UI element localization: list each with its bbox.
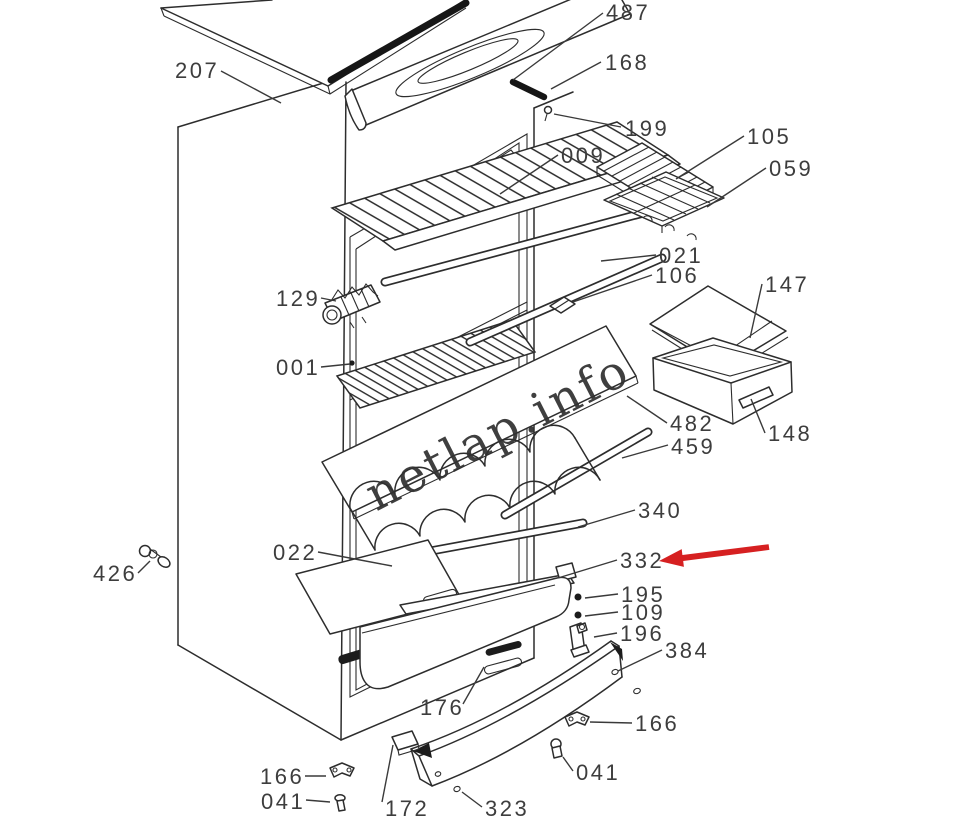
- freezer-door-drawing: [344, 0, 631, 131]
- wire-shelf-drawing: [330, 121, 681, 251]
- screw-hole-marker: [453, 687, 641, 793]
- ice-tray-base-drawing: [603, 171, 725, 241]
- part-label-166-left: 166: [260, 764, 304, 789]
- glass-shelf-drawing: [321, 325, 639, 520]
- part-label-041-left: 041: [261, 789, 305, 814]
- part-label-148: 148: [768, 421, 812, 446]
- part-label-106: 106: [655, 263, 699, 288]
- top-screw-drawing: [543, 105, 553, 122]
- red-arrow-pointer: [659, 544, 770, 567]
- part-label-059: 059: [769, 156, 813, 181]
- container-box-drawing: [652, 337, 793, 425]
- part-label-041-right: 041: [576, 760, 620, 785]
- side-screws-drawing: [138, 544, 171, 568]
- leader-lines: [137, 12, 767, 808]
- part-label-207: 207: [175, 58, 219, 83]
- part-label-384: 384: [665, 638, 709, 663]
- bottle-rack-drawing: [349, 424, 653, 569]
- part-label-426: 426: [93, 561, 137, 586]
- screw-right-drawing: [550, 738, 563, 759]
- part-label-459: 459: [671, 434, 715, 459]
- door-seal-strip-drawing: [327, 0, 470, 84]
- hinge-plate-right-drawing: [564, 711, 590, 727]
- part-label-009: 009: [561, 143, 605, 168]
- part-label-105: 105: [747, 124, 791, 149]
- part-label-021: 021: [659, 243, 703, 268]
- hinge-bracket-drawing: [569, 622, 590, 658]
- hinge-pin-drawing: [509, 78, 548, 101]
- door-handle-bar-drawing: [410, 640, 623, 787]
- part-label-022: 022: [273, 540, 317, 565]
- part-label-323: 323: [485, 796, 529, 821]
- part-label-147: 147: [765, 272, 809, 297]
- part-label-340: 340: [638, 498, 682, 523]
- part-label-482: 482: [670, 411, 714, 436]
- fastener-dots: [349, 360, 582, 619]
- part-label-001: 001: [276, 355, 320, 380]
- screw-left-drawing: [334, 794, 346, 812]
- thermostat-unit-drawing: [322, 283, 381, 329]
- part-label-166-right: 166: [635, 711, 679, 736]
- part-label-109: 109: [621, 600, 665, 625]
- part-label-196: 196: [620, 621, 664, 646]
- part-label-487: 487: [606, 0, 650, 25]
- part-label-332: 332: [620, 548, 664, 573]
- part-label-172: 172: [385, 796, 429, 821]
- part-label-176: 176: [420, 695, 464, 720]
- part-label-168: 168: [605, 50, 649, 75]
- part-label-129: 129: [276, 286, 320, 311]
- shelf-bracket-drawing: [549, 296, 576, 314]
- part-labels: 207 487 168 199 009 105 059 021 106 147 …: [93, 0, 813, 821]
- part-label-199: 199: [625, 116, 669, 141]
- hinge-plate-left-drawing: [329, 762, 355, 778]
- evaporator-panel-drawing: [335, 319, 537, 409]
- part-label-195: 195: [621, 582, 665, 607]
- bottom-drawer-drawing: [359, 576, 572, 690]
- handle-end-cap-drawing: [391, 730, 420, 756]
